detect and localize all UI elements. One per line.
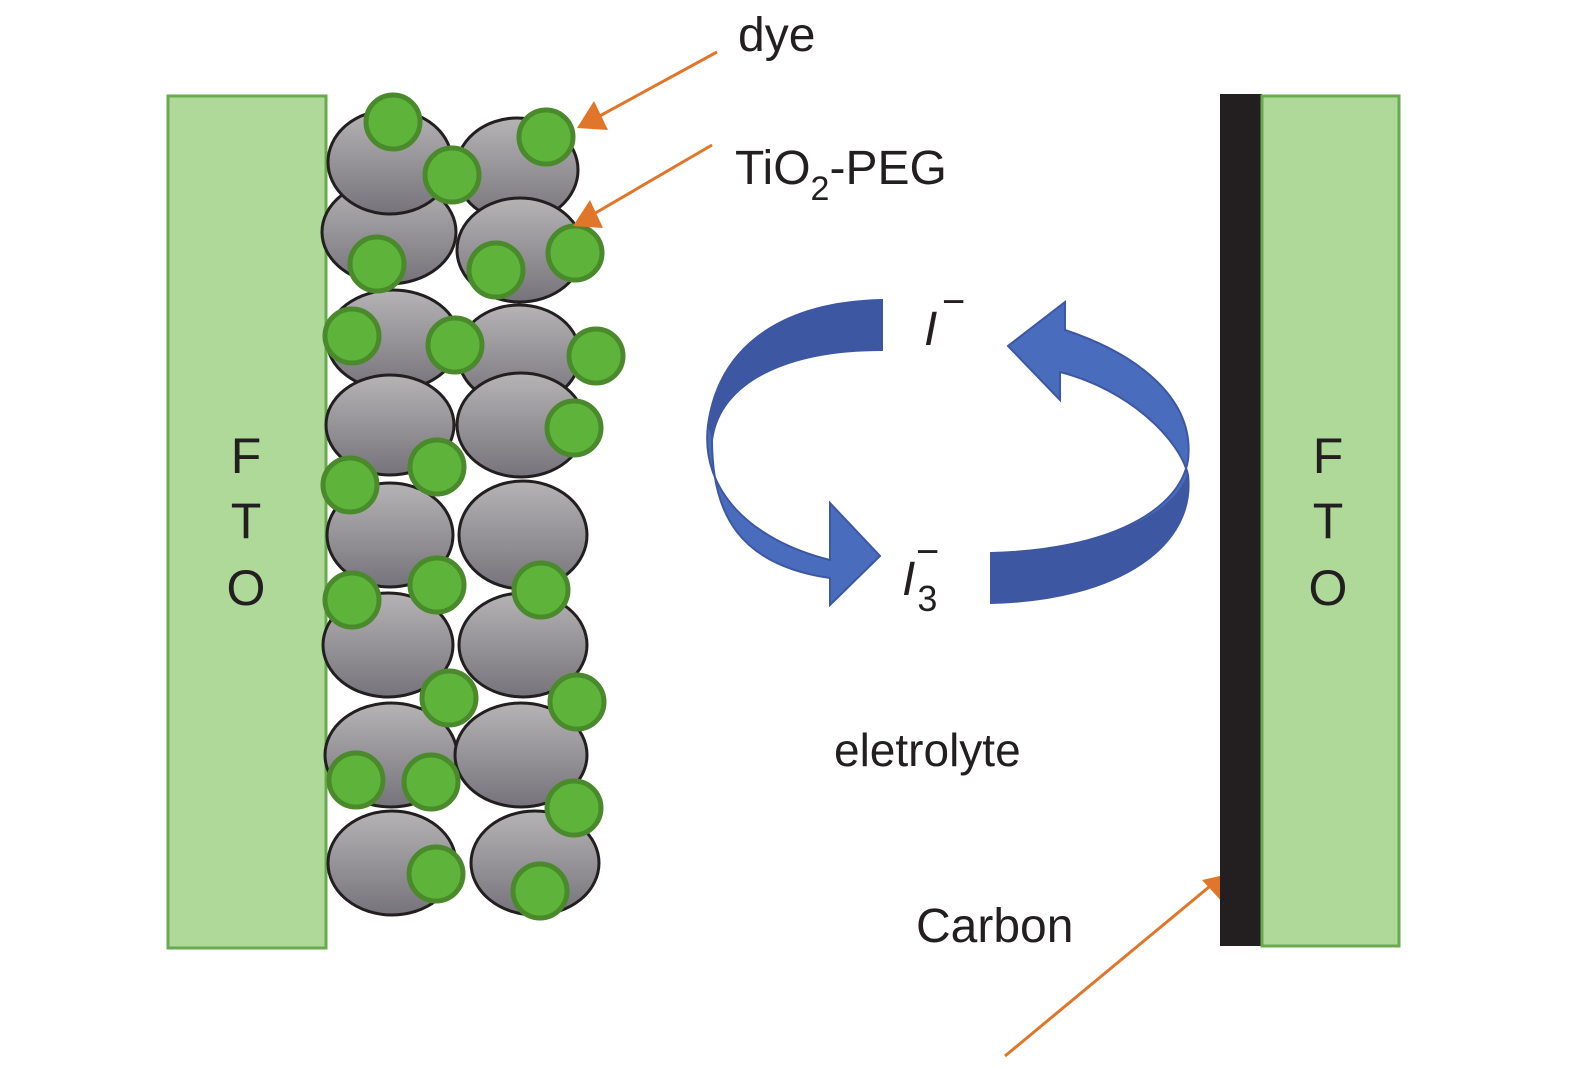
dye-label: dye	[738, 9, 815, 62]
redox-cycle-arrows	[706, 298, 1190, 608]
dye-molecule	[566, 326, 626, 386]
dye-molecule	[466, 240, 526, 300]
left-fto-letter-f: F	[231, 428, 262, 484]
dye-molecule	[320, 455, 380, 515]
right-fto-letter-f: F	[1313, 428, 1344, 484]
dye-molecule	[422, 145, 482, 205]
left-fto-letter-o: O	[227, 560, 266, 616]
dye-molecule	[363, 92, 423, 152]
right-fto-electrode	[1260, 94, 1401, 948]
dye-molecule	[401, 752, 461, 812]
right-fto-letter-o: O	[1309, 560, 1348, 616]
dye-molecule	[510, 861, 570, 921]
dye-molecule	[544, 398, 604, 458]
dye-molecule	[425, 315, 485, 375]
dye-molecule	[407, 555, 467, 615]
electrolyte-label: eletrolyte	[834, 724, 1021, 776]
left-fto-letter-t: T	[231, 493, 262, 549]
dye-molecule	[419, 668, 479, 728]
dye-molecule	[544, 778, 604, 838]
dye-molecule	[322, 306, 382, 366]
right-fto-letter-t: T	[1313, 493, 1344, 549]
dye-molecule	[322, 570, 382, 630]
triiodide-label: I3−	[902, 530, 939, 619]
carbon-layer	[1220, 94, 1262, 946]
iodide-label: I−	[924, 280, 965, 356]
tio2-particle	[453, 701, 589, 809]
left-fto-electrode	[166, 94, 328, 950]
dye-molecule	[407, 437, 467, 497]
dye-molecule	[516, 107, 576, 167]
carbon-label: Carbon	[916, 900, 1073, 953]
tio2-pointer-arrow	[573, 143, 713, 228]
dye-molecule	[547, 672, 607, 732]
dye-molecule	[545, 223, 605, 283]
dye-molecule	[347, 234, 407, 294]
dye-molecule	[511, 560, 571, 620]
dye-molecule-layer	[320, 92, 626, 921]
dye-molecule	[326, 750, 386, 810]
dye-pointer-arrow	[577, 50, 718, 130]
dye-molecule	[406, 844, 466, 904]
tio2-peg-label: TiO2-PEG	[735, 142, 947, 208]
